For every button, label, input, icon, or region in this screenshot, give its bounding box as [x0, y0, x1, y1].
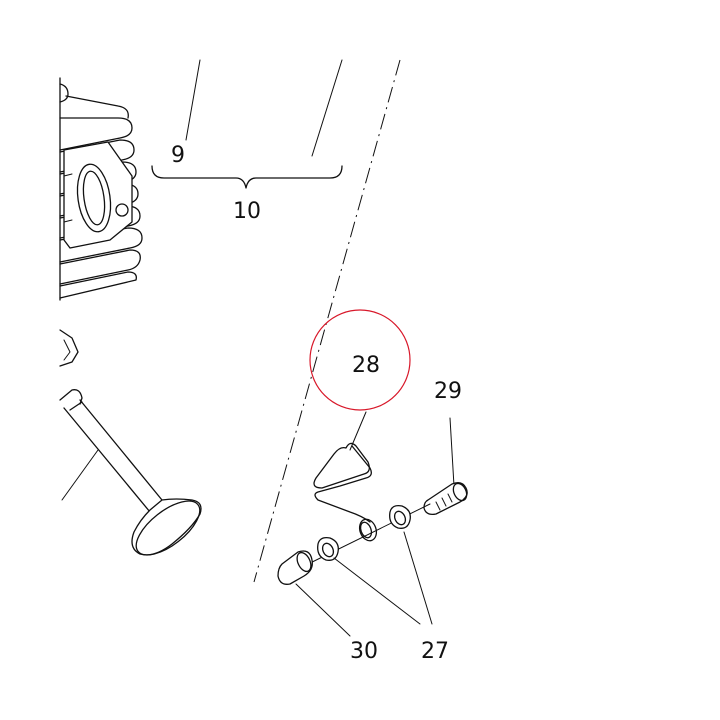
boundary-dash-dot-line [253, 59, 401, 583]
bushing-part-27-upper [389, 504, 411, 529]
callout-29: 29 [434, 379, 462, 404]
callout-9: 9 [171, 143, 185, 168]
callout-30: 30 [350, 639, 378, 664]
valve-drawing [59, 329, 202, 556]
cap-part-30 [277, 550, 313, 585]
highlight-circle-28 [309, 309, 411, 411]
pin-part-29 [423, 417, 468, 516]
bushing-part-27-lower [317, 536, 339, 561]
brace-10 [151, 165, 343, 189]
wire-clip-part-28 [313, 411, 378, 542]
upper-leaders [151, 59, 343, 189]
callout-27: 27 [421, 639, 449, 664]
callout-10: 10 [233, 199, 261, 224]
cylinder-head-drawing [59, 77, 143, 301]
callout-28: 28 [352, 353, 380, 378]
lower-leaders [295, 531, 433, 637]
